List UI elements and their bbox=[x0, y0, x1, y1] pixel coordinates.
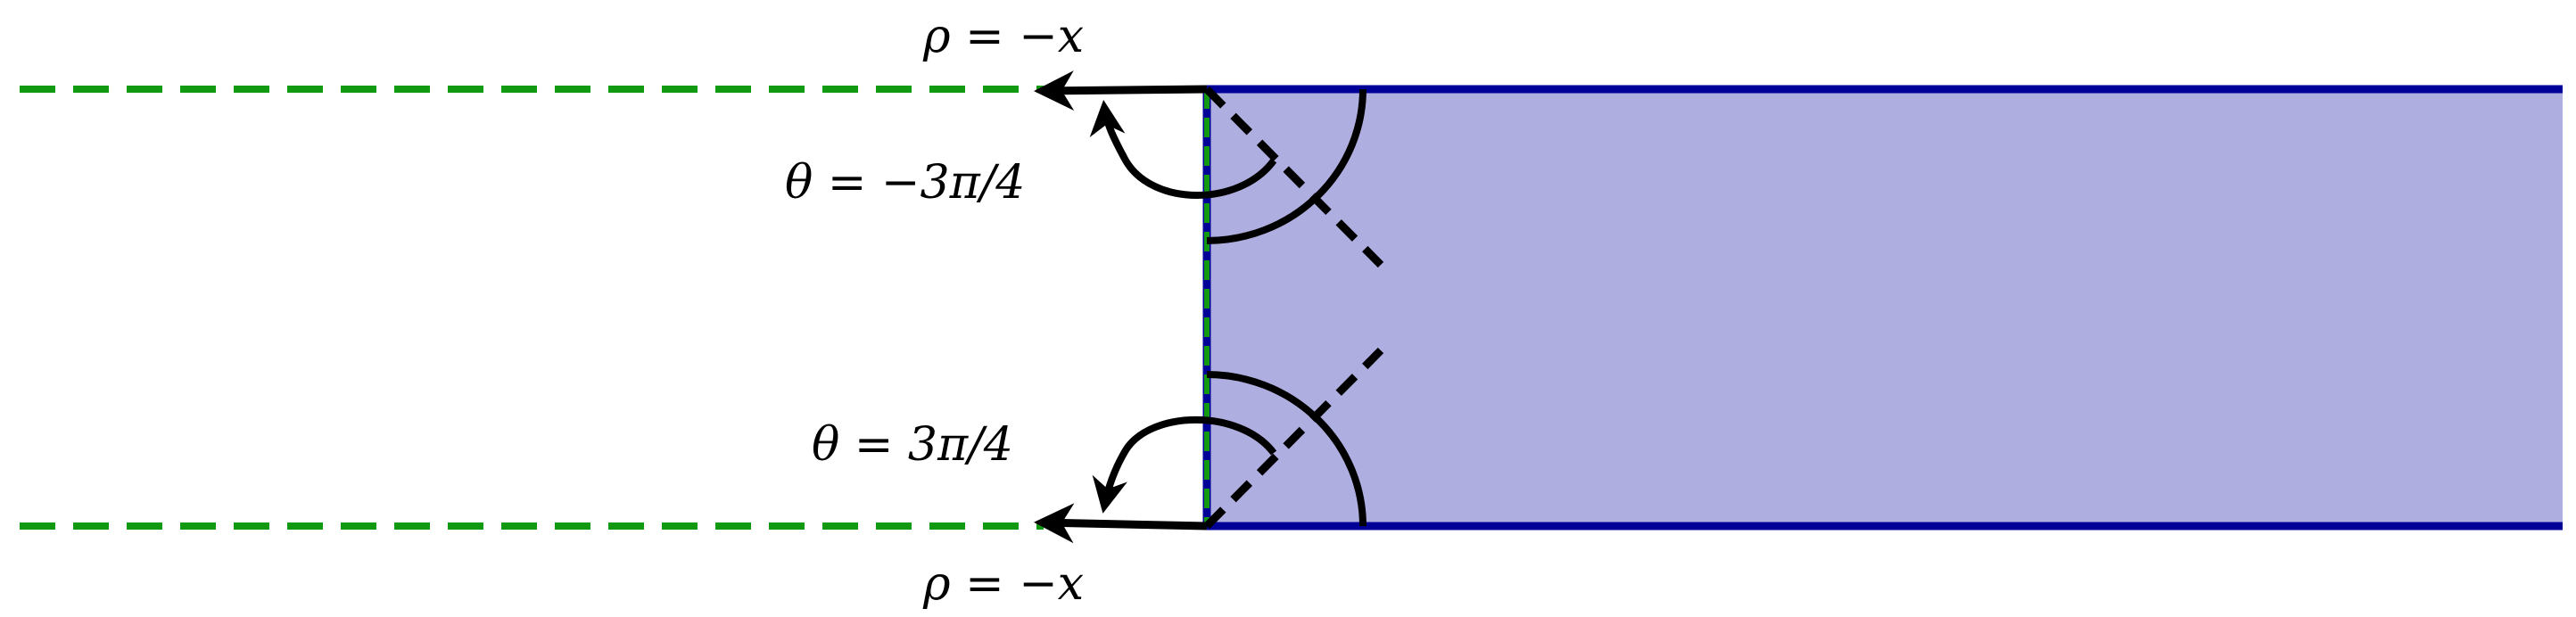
rho-arrow-top bbox=[1034, 70, 1208, 111]
label-rho-bottom: ρ = −x bbox=[922, 557, 1084, 611]
dashed-diagonal-top bbox=[1203, 86, 1384, 268]
large-arc-bottom bbox=[1206, 371, 1366, 527]
label-theta-bottom: θ = 3π/4 bbox=[812, 418, 1013, 472]
dashed-diagonal-bottom bbox=[1203, 347, 1384, 530]
large-arc-top bbox=[1206, 88, 1366, 244]
rho-arrow-bottom bbox=[1034, 503, 1208, 544]
label-theta-top: θ = −3π/4 bbox=[785, 156, 1025, 210]
small-arc-arrow-top bbox=[1089, 100, 1277, 199]
small-arc-arrow-bottom bbox=[1092, 416, 1277, 514]
label-rho-top: ρ = −x bbox=[922, 10, 1084, 63]
shaded-strip bbox=[1207, 89, 2563, 526]
